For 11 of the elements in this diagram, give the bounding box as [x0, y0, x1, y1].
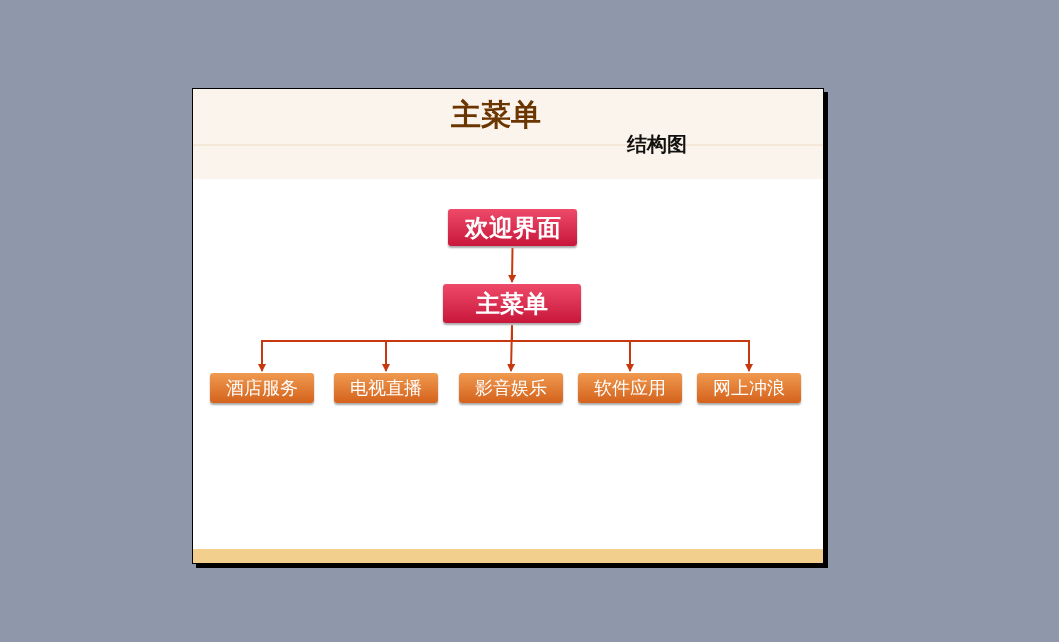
process-box: 欢迎界面	[448, 209, 577, 246]
title: 主菜单	[451, 96, 541, 134]
arrow	[508, 247, 517, 283]
menu-item-box: 影音娱乐	[459, 373, 563, 403]
menu-item-box: 软件应用	[578, 373, 682, 403]
menu-item-box: 电视直播	[334, 373, 438, 403]
process-box: 主菜单	[443, 284, 581, 323]
menu-item-box: 网上冲浪	[697, 373, 801, 403]
arrow	[511, 324, 753, 372]
subtitle-label: 结构图	[627, 131, 687, 158]
menu-item-box: 酒店服务	[210, 373, 314, 403]
